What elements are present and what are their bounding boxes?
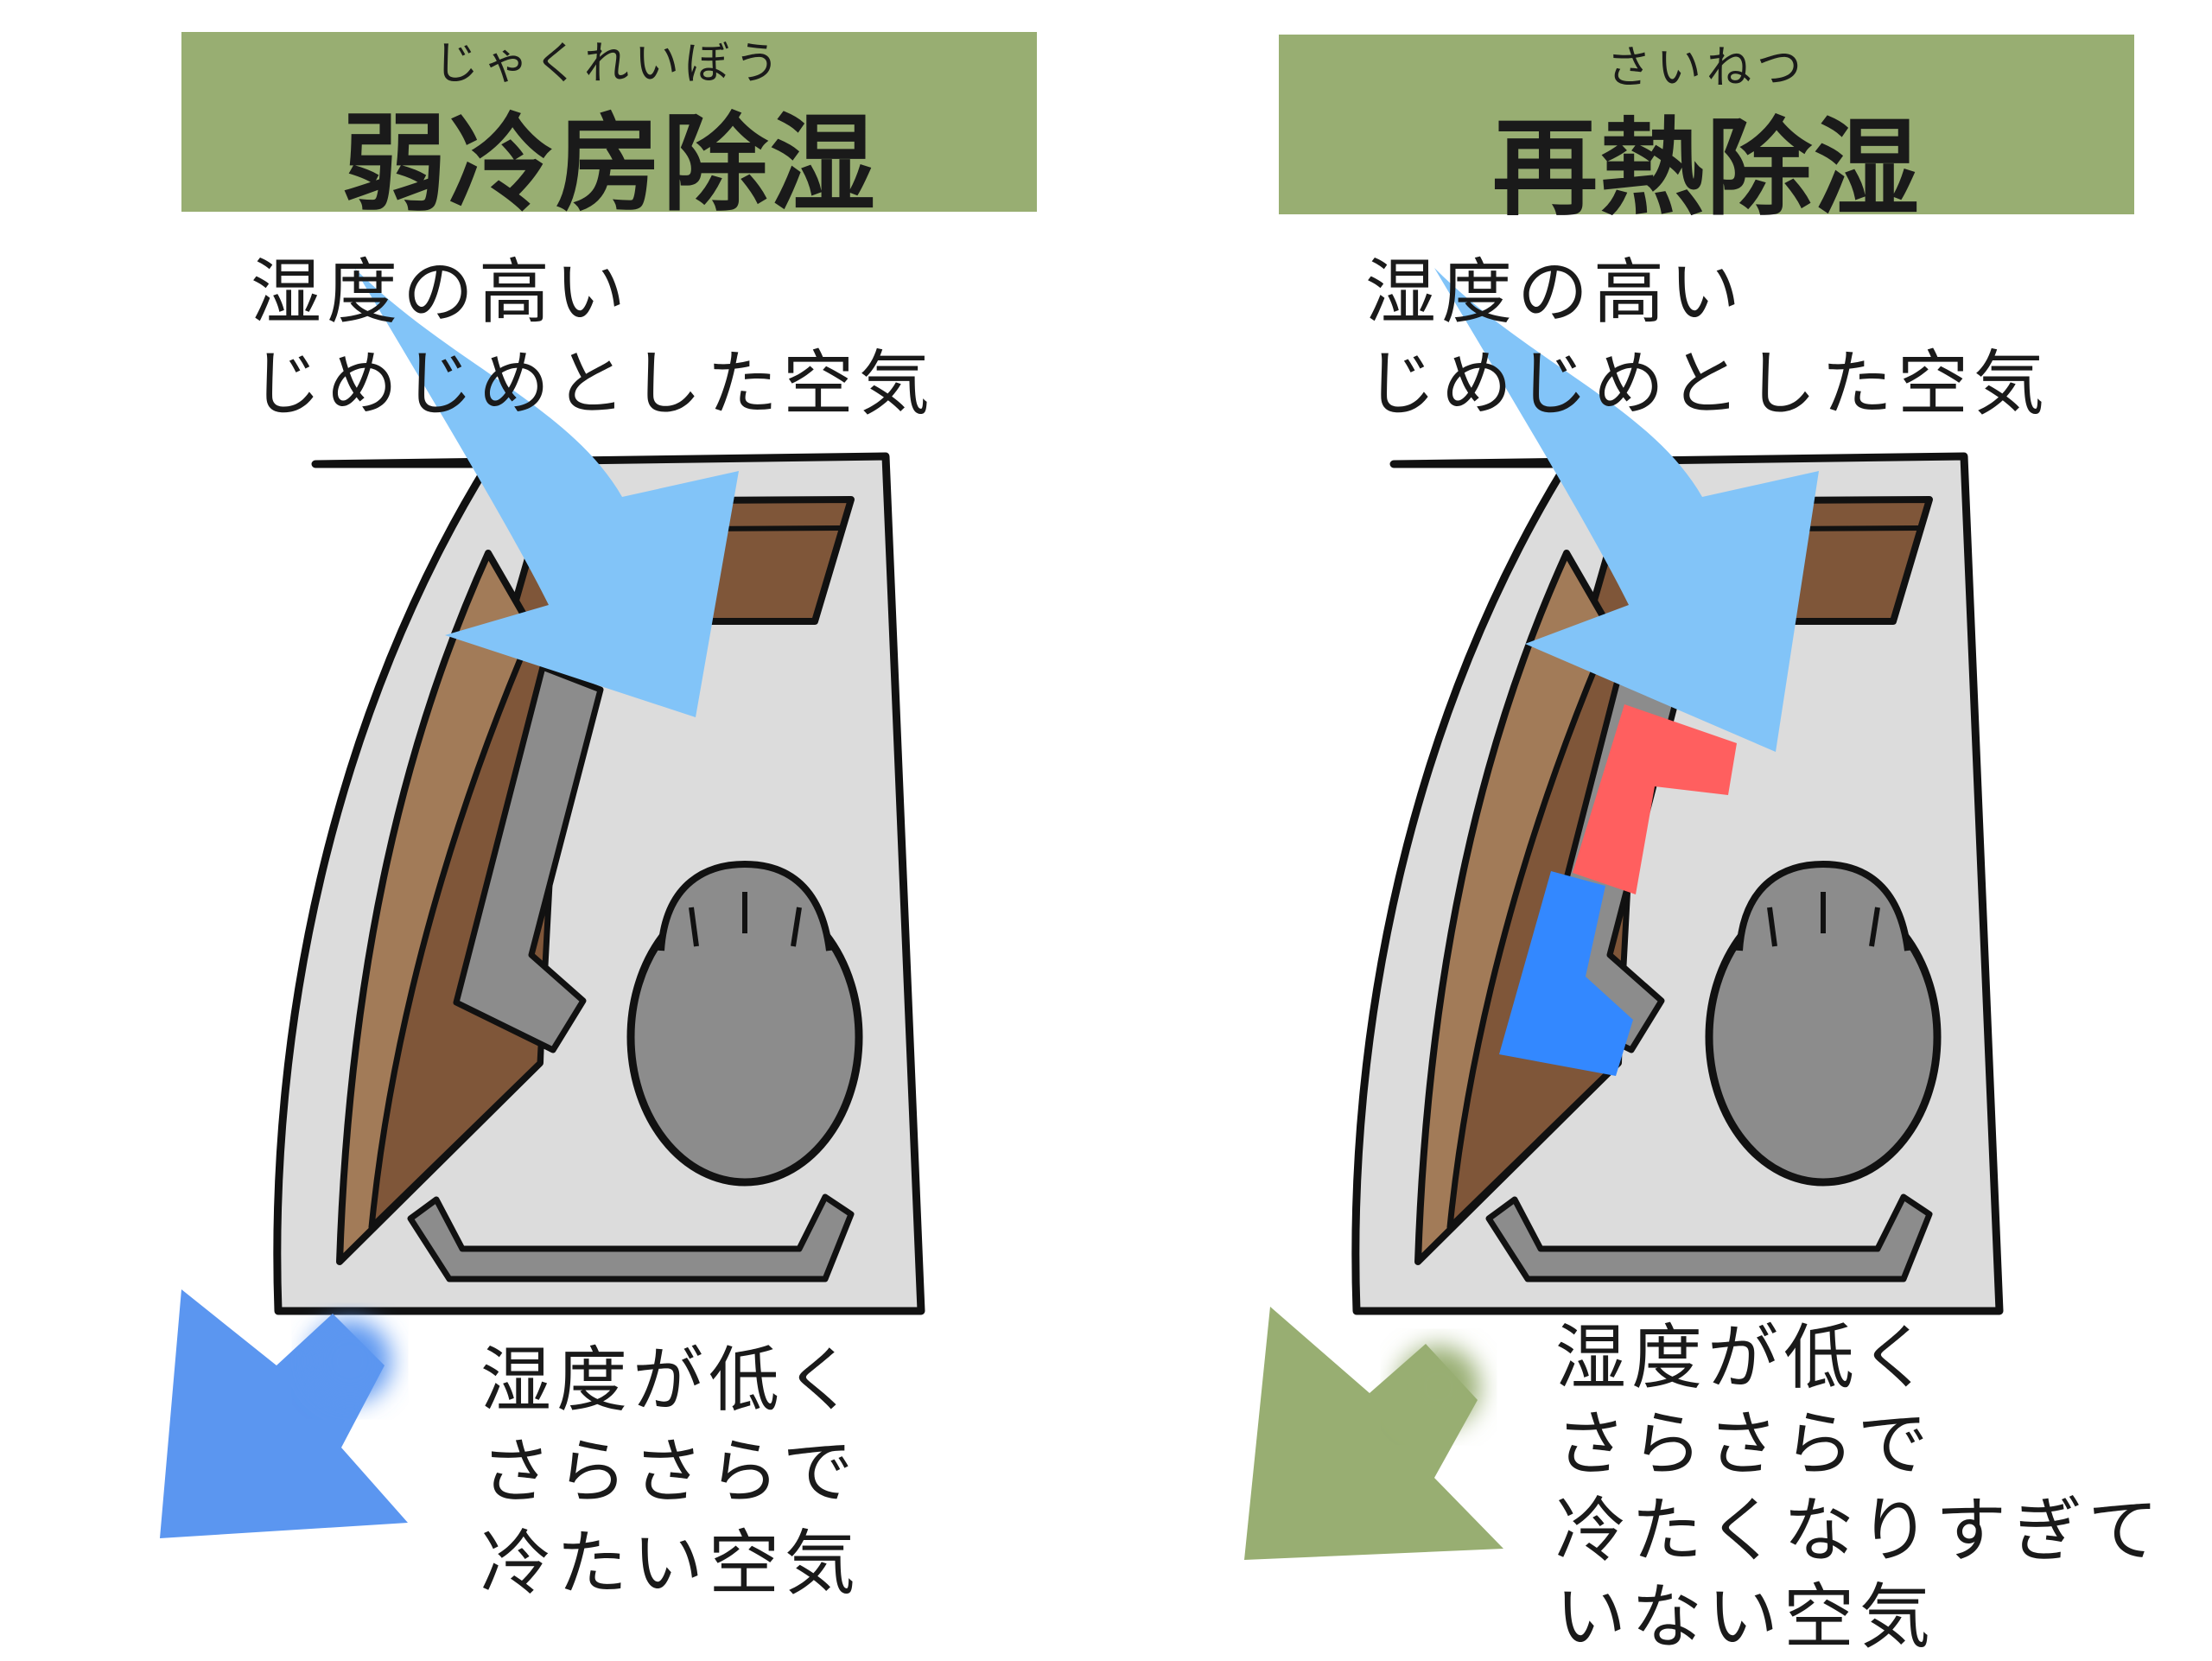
right-input-line-2: じめじめとした空気 bbox=[1365, 343, 2050, 425]
left-panel bbox=[160, 268, 921, 1538]
left-output-line-1: 湿度が低く bbox=[480, 1340, 861, 1422]
right-panel bbox=[1244, 268, 1999, 1560]
right-input-caption: 湿度の高い じめじめとした空気 bbox=[1365, 247, 2050, 430]
right-title-banner: さいねつ 再熱除湿 bbox=[1279, 35, 2134, 230]
left-title-banner: じゃくれいぼう 弱冷房除湿 bbox=[181, 32, 1037, 226]
right-output-caption: 湿度が低く さらさらで 冷たくなりすぎて いない空気 bbox=[1555, 1315, 2164, 1661]
left-output-caption: 湿度が低く さらさらで 冷たい空気 bbox=[480, 1335, 861, 1610]
left-input-line-1: 湿度の高い bbox=[251, 251, 632, 334]
right-title-ruby: さいねつ bbox=[1605, 42, 1807, 94]
right-cooler bbox=[1499, 871, 1633, 1076]
right-output-line-4: いない空気 bbox=[1555, 1576, 1936, 1658]
right-reheater bbox=[1573, 704, 1737, 894]
left-output-line-3: 冷たい空気 bbox=[480, 1523, 861, 1605]
left-humid-air-arrow bbox=[354, 268, 739, 717]
right-output-line-1: 湿度が低く bbox=[1555, 1317, 1936, 1399]
left-output-line-2: さらさらで bbox=[480, 1431, 859, 1513]
right-mild-air-arrow bbox=[1244, 1307, 1503, 1560]
left-input-line-2: じめじめとした空気 bbox=[251, 343, 936, 425]
left-title-ruby: じゃくれいぼう bbox=[433, 38, 785, 90]
left-title: 弱冷房除湿 bbox=[341, 103, 877, 226]
right-title: 再熱除湿 bbox=[1492, 107, 1921, 230]
right-humid-air-arrow bbox=[1434, 268, 1819, 752]
left-input-caption: 湿度の高い じめじめとした空気 bbox=[251, 247, 935, 430]
right-output-line-3: 冷たくなりすぎて bbox=[1555, 1490, 2164, 1572]
right-input-line-1: 湿度の高い bbox=[1365, 251, 1746, 334]
left-evaporator bbox=[453, 664, 604, 1053]
right-output-line-2: さらさらで bbox=[1555, 1403, 1934, 1486]
